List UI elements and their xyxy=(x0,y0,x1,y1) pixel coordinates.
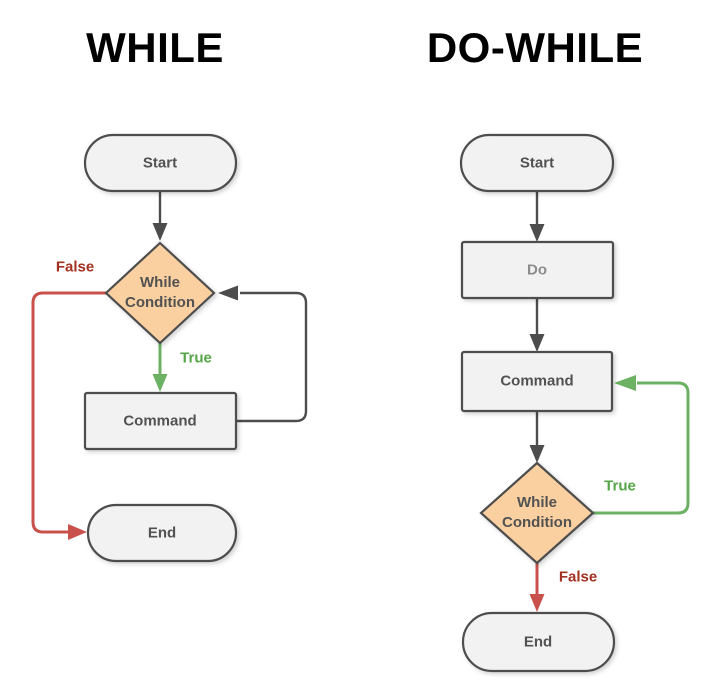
dowhile-do-node xyxy=(460,240,615,300)
dowhile-start-label: Start xyxy=(519,154,555,172)
dowhile-end-label: End xyxy=(523,633,553,651)
dowhile-condition-label: While Condition xyxy=(502,493,572,531)
while-start-node xyxy=(83,133,238,193)
while-end-node xyxy=(86,503,238,563)
while-false-branch-arrowhead xyxy=(68,524,87,540)
dowhile-do-label: Do xyxy=(527,261,547,279)
dowhile-command-node xyxy=(460,350,614,413)
dowhile-condition-diamond xyxy=(479,461,595,565)
while-start-to-condition-arrowhead xyxy=(152,223,168,241)
while-loopback-arrowhead xyxy=(218,285,238,301)
while-false-branch-line xyxy=(31,291,106,534)
while-start-label: Start xyxy=(142,154,178,172)
dowhile-true-loop-arrowhead xyxy=(614,375,636,391)
while-condition-label: While Condition xyxy=(125,273,195,311)
dowhile-start-to-do-arrowhead xyxy=(529,224,545,242)
dowhile-command-to-condition-arrowhead xyxy=(529,445,545,463)
while-condition-diamond xyxy=(104,241,216,345)
dowhile-chart-title: DO-WHILE xyxy=(426,24,644,71)
while-true-label: True xyxy=(180,349,212,367)
dowhile-command-label: Command xyxy=(500,372,574,390)
dowhile-true-label: True xyxy=(604,477,636,495)
dowhile-end-node xyxy=(461,611,616,673)
while-command-node xyxy=(83,391,238,451)
while-false-label: False xyxy=(55,258,95,276)
dowhile-true-loop-line xyxy=(593,381,690,515)
while-chart-title: WHILE xyxy=(86,24,224,71)
while-loopback-line xyxy=(236,291,308,423)
while-true-branch-arrowhead xyxy=(152,374,168,392)
dowhile-false-label: False xyxy=(558,568,598,586)
while-end-label: End xyxy=(147,524,177,542)
dowhile-do-to-command-arrowhead xyxy=(529,334,545,352)
dowhile-start-node xyxy=(459,133,615,193)
dowhile-false-branch-arrowhead xyxy=(529,594,545,612)
while-command-label: Command xyxy=(123,412,197,430)
